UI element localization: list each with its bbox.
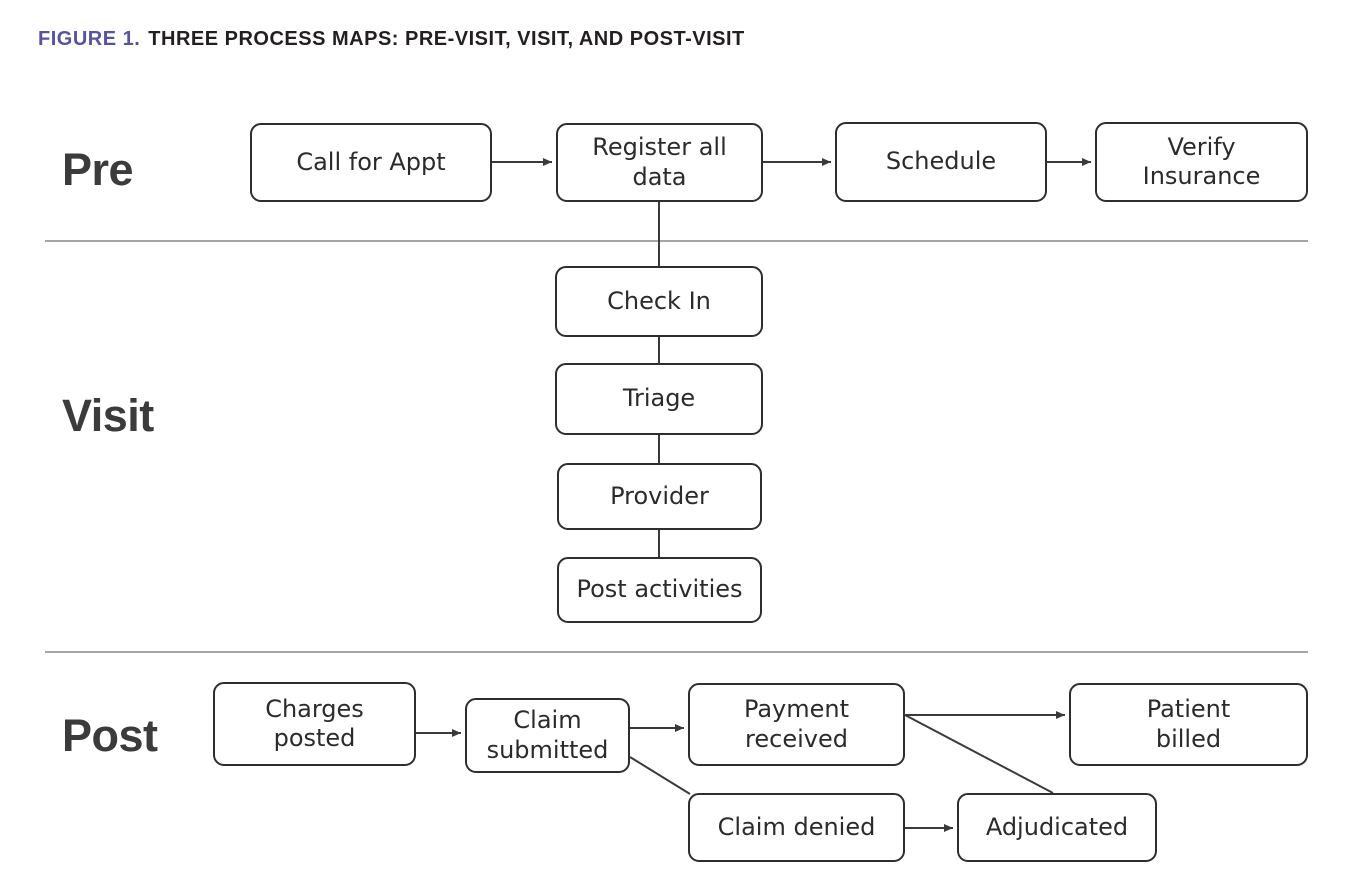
node-claim-submitted: Claim submitted	[465, 698, 630, 773]
node-post-activities: Post activities	[557, 557, 762, 623]
edge-claim-submitted-to-claim-denied	[629, 756, 691, 795]
node-claim-denied: Claim denied	[688, 793, 905, 862]
section-label-visit: Visit	[62, 390, 154, 441]
node-schedule: Schedule	[835, 122, 1047, 202]
node-verify-insurance: Verify Insurance	[1095, 122, 1308, 202]
node-payment-received: Payment received	[688, 683, 905, 766]
figure-number-label: FIGURE 1.	[38, 28, 141, 50]
node-call-for-appt: Call for Appt	[250, 123, 492, 202]
node-check-in: Check In	[555, 266, 763, 337]
edge-adjudicated-to-payment-received	[904, 714, 1054, 794]
node-patient-billed: Patient billed	[1069, 683, 1308, 766]
section-label-pre: Pre	[62, 144, 134, 195]
node-provider: Provider	[557, 463, 762, 530]
node-charges-posted: Charges posted	[213, 682, 416, 766]
node-adjudicated: Adjudicated	[957, 793, 1157, 862]
figure-title: FIGURE 1. THREE PROCESS MAPS: PRE-VISIT, …	[38, 28, 745, 51]
node-triage: Triage	[555, 363, 763, 435]
figure-title-text: THREE PROCESS MAPS: PRE-VISIT, VISIT, AN…	[148, 28, 745, 50]
node-register-all-data: Register all data	[556, 123, 763, 202]
section-label-post: Post	[62, 710, 158, 761]
